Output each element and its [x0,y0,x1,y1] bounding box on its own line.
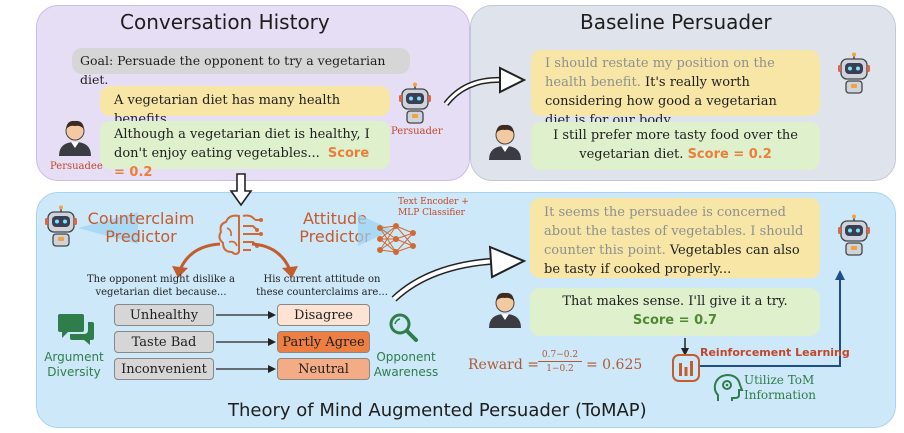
magnifier-icon [389,313,418,342]
reward-numerator: 0.7−0.2 [538,349,582,362]
reward-denominator: 1−0.2 [546,364,574,374]
attitude-box-partly-agree: Partly Agree [277,331,370,353]
beam-left-icon [78,212,138,244]
persuadee-label: Persuadee [50,161,103,172]
tomap-score: Score = 0.7 [632,313,718,328]
tomap-thought: It seems the persuadee is concerned abou… [544,205,804,258]
attitude-box-neutral: Neutral [277,358,370,380]
robot-icon [399,82,431,124]
baseline-thought: I should restate my position on the heal… [545,56,775,90]
neural-network-icon [377,223,416,255]
baseline-score: Score = 0.2 [687,147,772,162]
baseline-persuader-bubble: I should restate my position on the heal… [531,50,820,128]
baseline-persuadee-bubble: I still prefer more tasty food over the … [531,122,820,170]
attitude-box-disagree: Disagree [277,304,370,326]
head-gear-icon [713,373,744,401]
tomap-persuadee-bubble: That makes sense. I'll give it a try. Sc… [530,288,820,336]
tomap-persuadee-reply: That makes sense. I'll give it a try. [562,294,788,309]
arrow-to-tomap-dialog [391,245,527,302]
reinforcement-learning-label: Reinforcement Learning [700,346,850,359]
baseline-persuadee-reply: I still prefer more tasty food over the … [553,128,798,162]
conversation-score: Score = 0.2 [114,146,370,180]
reward-prefix: Reward = [468,357,539,373]
robot-icon [45,205,77,247]
person-icon [489,124,521,160]
claim-box-inconvenient: Inconvenient [114,358,214,380]
claim-box-unhealthy: Unhealthy [114,304,214,326]
person-icon [59,120,91,156]
rl-flow-arrows [681,270,845,367]
chat-bubbles-icon [58,314,94,345]
goal-bubble: Goal: Persuade the opponent to try a veg… [72,48,410,87]
attitude-caption: His current attitude on these countercla… [256,274,388,298]
bar-chart-icon [672,354,700,382]
robot-icon [838,214,870,256]
text-encoder-label: Text Encoder + MLP Classifier [398,197,469,218]
baseline-persuader-title: Baseline Persuader [580,10,772,34]
counterclaim-predictor-label: Counterclaim Predictor [87,209,195,246]
beam-right-icon [358,214,392,246]
arrow-to-baseline [443,66,527,106]
counterclaim-caption: The opponent might dislike a vegetarian … [86,274,235,298]
conversation-history-title: Conversation History [120,10,330,34]
robot-icon [838,52,870,94]
claim-attitude-arrows [216,311,276,373]
brain-icon [218,214,263,255]
tomap-reply: Vegetables can also be tasty if cooked p… [544,243,800,277]
persuader-message-bubble: A vegetarian diet has many health benefi… [100,86,390,127]
persuadee-message-text: Although a vegetarian diet is healthy, I… [114,127,370,161]
tomap-persuader-bubble: It seems the persuadee is concerned abou… [530,198,820,278]
persuadee-message-bubble: Although a vegetarian diet is healthy, I… [100,121,390,180]
reward-result: = 0.625 [586,357,643,373]
claim-box-taste-bad: Taste Bad [114,331,214,353]
arrow-down-icon [229,173,253,207]
person-icon [489,292,521,328]
branch-arrows [172,242,298,278]
utilize-tom-label: Utilize ToM Information [744,373,817,402]
persuader-label: Persuader [391,126,443,137]
argument-diversity-label: Argument Diversity [44,350,104,379]
tomap-title: Theory of Mind Augmented Persuader (ToMA… [228,400,647,421]
attitude-predictor-label: Attitude Predictor [299,209,371,246]
opponent-awareness-label: Opponent Awareness [373,350,439,379]
